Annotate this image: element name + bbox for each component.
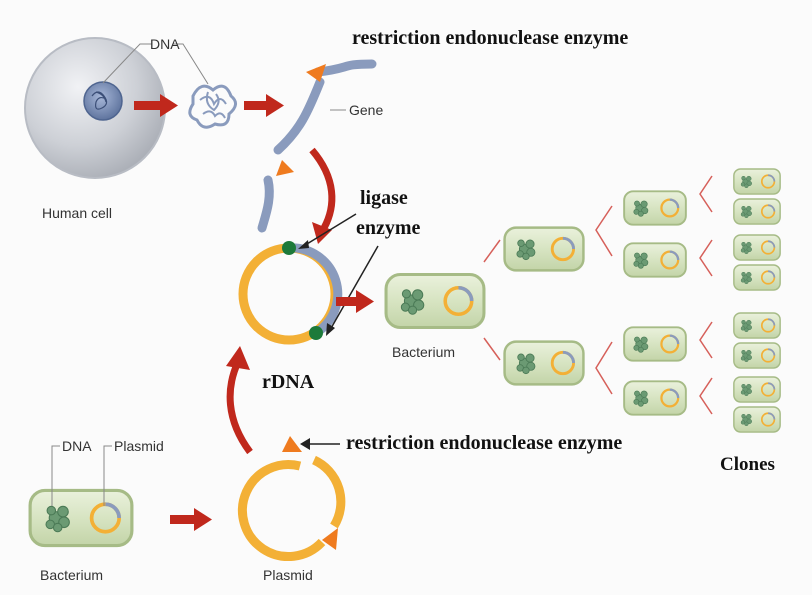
rdna-label: rDNA	[262, 371, 315, 393]
cut-marker-plasmid-top	[282, 436, 302, 452]
bacterium-center-label: Bacterium	[392, 344, 455, 360]
ligase-label-line2: enzyme	[356, 217, 421, 239]
arrow-bacterium-to-plasmid	[170, 508, 212, 531]
restriction-enzyme-label-top: restriction endonuclease enzyme	[352, 27, 628, 49]
bottom-dna-leader	[51, 445, 60, 506]
extracted-dna	[188, 84, 237, 129]
plasmid-label-top: Plasmid	[114, 438, 164, 454]
arrow-rdna-to-bacterium	[336, 290, 374, 313]
cut-plasmid	[237, 455, 346, 562]
cut-marker-plasmid-bottom	[322, 528, 338, 550]
restriction-pointer-arrow	[300, 438, 340, 450]
clone-bacterium-gen4-1	[732, 168, 782, 195]
clone-bacterium-gen4-4	[732, 264, 782, 291]
clone-bacterium-gen4-3	[732, 234, 782, 261]
dna-leader-line	[102, 43, 152, 84]
cut-marker-top	[306, 64, 326, 82]
arrow-cell-to-dna	[134, 94, 178, 117]
gene-label: Gene	[349, 102, 383, 118]
clone-bacterium-gen3-1	[622, 190, 688, 226]
dna-label-top: DNA	[150, 36, 180, 52]
donor-bacterium	[28, 488, 134, 548]
clone-bacterium-gen3-4	[622, 380, 688, 416]
bottom-plasmid-leader	[103, 445, 112, 506]
ligase-label-line1: ligase	[360, 187, 408, 209]
clone-bacterium-gen2-top	[503, 226, 585, 272]
cut-dna-strand	[257, 59, 377, 233]
human-cell-label: Human cell	[42, 205, 112, 221]
recombinant-bacterium	[384, 272, 486, 330]
bacterium-bottom-label: Bacterium	[40, 567, 103, 583]
clone-bacterium-gen4-8	[732, 406, 782, 433]
rdna-plasmid	[238, 241, 343, 345]
arrow-plasmid-to-rdna	[226, 346, 253, 455]
clone-bacterium-gen4-7	[732, 376, 782, 403]
clone-bacterium-gen4-5	[732, 312, 782, 339]
clone-branches	[483, 175, 713, 415]
clone-bacterium-gen4-6	[732, 342, 782, 369]
arrow-dna-to-gene	[244, 94, 284, 117]
cut-marker-mid	[276, 160, 294, 176]
restriction-enzyme-label-bottom: restriction endonuclease enzyme	[346, 432, 622, 454]
dna-label-bottom: DNA	[62, 438, 92, 454]
ligase-pointer-arrows	[298, 213, 379, 336]
dna-leader-line-2	[173, 43, 209, 85]
plasmid-bottom-label: Plasmid	[263, 567, 313, 583]
clones-label: Clones	[720, 454, 775, 475]
clone-bacterium-gen3-2	[622, 242, 688, 278]
clone-bacterium-gen4-2	[732, 198, 782, 225]
clone-bacterium-gen3-3	[622, 326, 688, 362]
clone-bacterium-gen2-bottom	[503, 340, 585, 386]
